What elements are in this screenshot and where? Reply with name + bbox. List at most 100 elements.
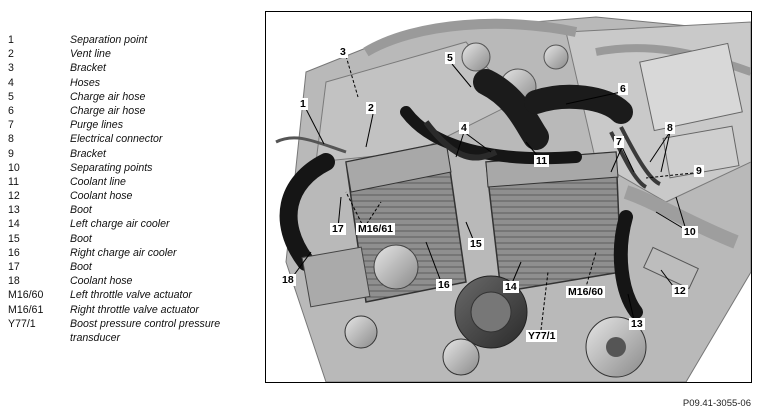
legend-code: 5 <box>8 90 14 103</box>
legend-desc: Left charge air cooler <box>70 218 170 231</box>
legend-item: Y77/1 Boost pressure control pressure <box>8 317 258 331</box>
coolant-hose-18 <box>279 153 335 271</box>
legend-item: 18 Coolant hose <box>8 274 258 288</box>
callout-2: 2 <box>366 102 376 114</box>
callout-14: 14 <box>503 281 519 293</box>
legend-code: 3 <box>8 62 14 75</box>
legend-desc: Bracket <box>70 62 106 75</box>
legend-desc: Bracket <box>70 147 106 160</box>
legend-item: 3 Bracket <box>8 61 258 75</box>
coolant-line-11 <box>400 106 582 165</box>
callout-4: 4 <box>459 122 469 134</box>
legend-desc: Boot <box>70 232 92 245</box>
legend-code: 10 <box>8 161 20 174</box>
legend-item: 17 Boot <box>8 260 258 274</box>
legend-code: 16 <box>8 246 20 259</box>
callout-5: 5 <box>445 52 455 64</box>
legend-item: M16/61 Right throttle valve actuator <box>8 303 258 317</box>
callout-10: 10 <box>682 226 698 238</box>
legend-item: 13 Boot <box>8 203 258 217</box>
callout-16: 16 <box>436 279 452 291</box>
callout-18: 18 <box>280 274 296 286</box>
legend-code: M16/60 <box>8 289 44 302</box>
legend-code: 8 <box>8 133 14 146</box>
legend-desc: Purge lines <box>70 119 123 132</box>
coolant-hose-13 <box>613 210 643 319</box>
legend-desc: Hoses <box>70 76 101 89</box>
legend-desc: Boot <box>70 204 92 217</box>
legend-item: 2 Vent line <box>8 47 258 61</box>
legend-item-continuation: transducer <box>8 331 258 345</box>
leader-lines <box>290 55 694 331</box>
legend-item: 12 Coolant hose <box>8 189 258 203</box>
legend-desc: Separating points <box>70 161 153 174</box>
legend-item: 10 Separating points <box>8 161 258 175</box>
legend-item: 1 Separation point <box>8 33 258 47</box>
callout-15: 15 <box>468 238 484 250</box>
right-pipes <box>623 185 739 249</box>
legend-desc: Boot <box>70 261 92 273</box>
hoses-4 <box>423 120 498 161</box>
legend-code: 4 <box>8 76 14 89</box>
callout-8: 8 <box>665 122 675 134</box>
legend-code: 11 <box>8 175 19 188</box>
callout-3: 3 <box>338 46 348 58</box>
legend-desc: Coolant hose <box>70 190 133 203</box>
throttle-body-left <box>301 246 371 308</box>
legend-desc: Separation point <box>70 34 148 46</box>
legend-code: 18 <box>8 275 20 288</box>
callout-13: 13 <box>629 318 645 330</box>
legend-item: 11 Coolant line <box>8 175 258 189</box>
legend-item: 4 Hoses <box>8 76 258 90</box>
legend-code: 7 <box>8 119 14 132</box>
figure-reference: P09.41-3055-06 <box>682 398 751 409</box>
legend-item: 8 Electrical connector <box>8 132 258 146</box>
legend-code: 2 <box>8 48 14 61</box>
legend-code: 6 <box>8 104 14 117</box>
coolant-hose-12-part <box>643 246 699 290</box>
vent-line-2 <box>275 136 347 154</box>
callout-m16-60: M16/60 <box>566 286 606 298</box>
legend-code: 14 <box>8 218 20 231</box>
callout-6: 6 <box>618 83 628 95</box>
legend-code: 15 <box>8 232 20 245</box>
legend-code: 9 <box>8 147 14 160</box>
legend-item: 6 Charge air hose <box>8 104 258 118</box>
legend-item: 7 Purge lines <box>8 118 258 132</box>
callout-11: 11 <box>534 155 550 167</box>
control-box <box>639 42 743 132</box>
legend-desc: Vent line <box>70 48 111 61</box>
engine-illustration <box>275 16 751 382</box>
callout-9: 9 <box>694 165 704 177</box>
legend-item: 14 Left charge air cooler <box>8 217 258 231</box>
legend-item: 15 Boot <box>8 232 258 246</box>
legend-code: 17 <box>8 261 20 273</box>
callout-y77-1: Y77/1 <box>526 330 558 342</box>
legend-desc: Right throttle valve actuator <box>70 303 199 316</box>
callout-12: 12 <box>672 285 688 297</box>
engine-figure: 1 2 3 4 5 6 7 8 9 10 11 12 13 14 15 16 1… <box>265 11 752 383</box>
legend-item: 5 Charge air hose <box>8 90 258 104</box>
callout-m16-61: M16/61 <box>356 223 396 235</box>
legend-code: 1 <box>8 34 14 46</box>
callout-1: 1 <box>298 98 308 110</box>
legend-code: 13 <box>8 204 20 217</box>
legend-code: M16/61 <box>8 303 44 316</box>
legend-desc: transducer <box>70 331 121 344</box>
legend-desc: Electrical connector <box>70 133 163 146</box>
charge-air-hose-5 <box>473 69 549 150</box>
callout-7: 7 <box>614 136 624 148</box>
legend-desc: Charge air hose <box>70 90 146 103</box>
throttle-valve-actuator-right <box>373 244 419 290</box>
legend-desc: Charge air hose <box>70 104 146 117</box>
legend-code: 12 <box>8 190 20 203</box>
charge-air-hose-6 <box>524 84 633 124</box>
legend-desc: Boost pressure control pressure <box>70 317 221 330</box>
legend-desc: Coolant hose <box>70 275 133 288</box>
callout-17: 17 <box>330 223 346 235</box>
legend-code: Y77/1 <box>8 317 36 330</box>
legend-desc: Coolant line <box>70 175 126 188</box>
